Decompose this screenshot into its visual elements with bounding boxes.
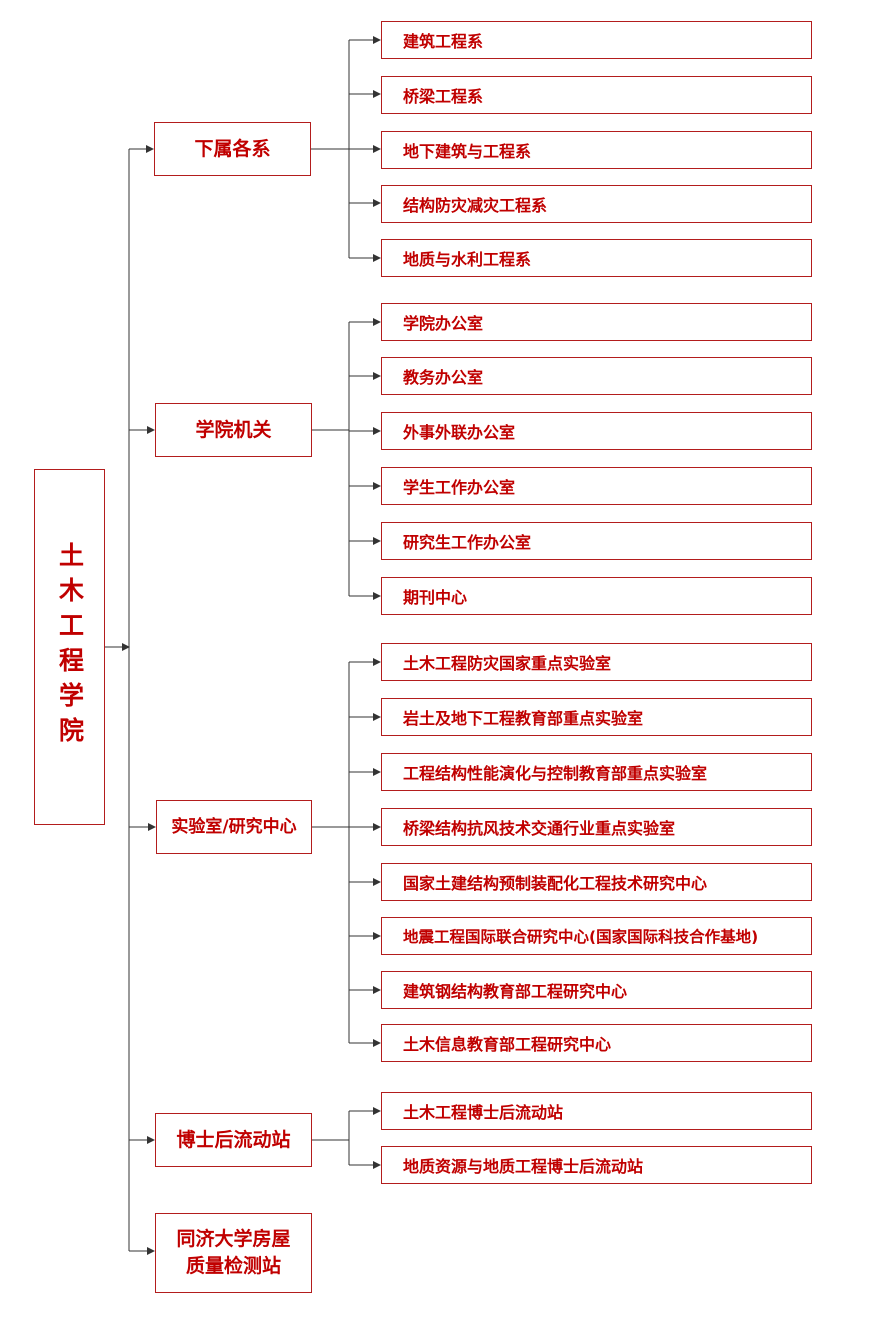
leaf-label: 结构防灾减灾工程系: [403, 196, 548, 215]
group-node-admin: 学院机关: [155, 403, 312, 457]
group-node-postdoc: 博士后流动站: [155, 1113, 312, 1167]
leaf-label: 土木工程博士后流动站: [403, 1103, 564, 1122]
leaf-node: 建筑钢结构教育部工程研究中心: [381, 971, 812, 1009]
group-label: 学院机关: [195, 418, 272, 441]
group-node-inspection: 同济大学房屋质量检测站: [155, 1213, 312, 1293]
leaf-label: 研究生工作办公室: [403, 533, 532, 552]
leaf-label: 建筑钢结构教育部工程研究中心: [403, 982, 628, 1001]
leaf-label: 桥梁工程系: [403, 87, 484, 106]
leaf-label: 学院办公室: [403, 314, 484, 333]
group-label: 下属各系: [194, 137, 271, 160]
leaf-node: 土木工程防灾国家重点实验室: [381, 643, 812, 681]
leaf-node: 地质与水利工程系: [381, 239, 812, 277]
leaf-node: 结构防灾减灾工程系: [381, 185, 812, 223]
leaf-node: 建筑工程系: [381, 21, 812, 59]
leaf-node: 土木工程博士后流动站: [381, 1092, 812, 1130]
leaf-label: 国家土建结构预制装配化工程技术研究中心: [403, 874, 708, 893]
leaf-node: 教务办公室: [381, 357, 812, 395]
leaf-label: 期刊中心: [403, 588, 468, 607]
leaf-node: 国家土建结构预制装配化工程技术研究中心: [381, 863, 812, 901]
leaf-label: 岩土及地下工程教育部重点实验室: [403, 709, 644, 728]
leaf-label: 土木信息教育部工程研究中心: [403, 1035, 612, 1054]
leaf-label: 地质资源与地质工程博士后流动站: [403, 1157, 644, 1176]
leaf-label: 地质与水利工程系: [403, 250, 532, 269]
group-node-departments: 下属各系: [154, 122, 311, 176]
group-label: 博士后流动站: [176, 1128, 291, 1151]
leaf-label: 工程结构性能演化与控制教育部重点实验室: [403, 764, 708, 783]
leaf-node: 土木信息教育部工程研究中心: [381, 1024, 812, 1062]
root-node: 土木工程学院: [34, 469, 105, 825]
leaf-label: 地下建筑与工程系: [403, 142, 532, 161]
leaf-label: 外事外联办公室: [403, 423, 516, 442]
leaf-node: 期刊中心: [381, 577, 812, 615]
leaf-node: 研究生工作办公室: [381, 522, 812, 560]
leaf-node: 桥梁工程系: [381, 76, 812, 114]
leaf-node: 地震工程国际联合研究中心(国家国际科技合作基地): [381, 917, 812, 955]
root-label: 土木工程学院: [55, 542, 85, 752]
leaf-label: 建筑工程系: [403, 32, 484, 51]
group-label: 实验室/研究中心: [171, 816, 297, 837]
leaf-label: 地震工程国际联合研究中心(国家国际科技合作基地): [403, 928, 759, 946]
leaf-node: 学院办公室: [381, 303, 812, 341]
leaf-node: 学生工作办公室: [381, 467, 812, 505]
group-label: 同济大学房屋质量检测站: [176, 1228, 291, 1277]
leaf-node: 外事外联办公室: [381, 412, 812, 450]
leaf-label: 教务办公室: [403, 368, 484, 387]
leaf-label: 桥梁结构抗风技术交通行业重点实验室: [403, 819, 676, 838]
leaf-node: 地下建筑与工程系: [381, 131, 812, 169]
leaf-node: 桥梁结构抗风技术交通行业重点实验室: [381, 808, 812, 846]
leaf-node: 工程结构性能演化与控制教育部重点实验室: [381, 753, 812, 791]
leaf-label: 土木工程防灾国家重点实验室: [403, 654, 612, 673]
leaf-node: 岩土及地下工程教育部重点实验室: [381, 698, 812, 736]
group-node-labs: 实验室/研究中心: [156, 800, 312, 854]
leaf-node: 地质资源与地质工程博士后流动站: [381, 1146, 812, 1184]
leaf-label: 学生工作办公室: [403, 478, 516, 497]
